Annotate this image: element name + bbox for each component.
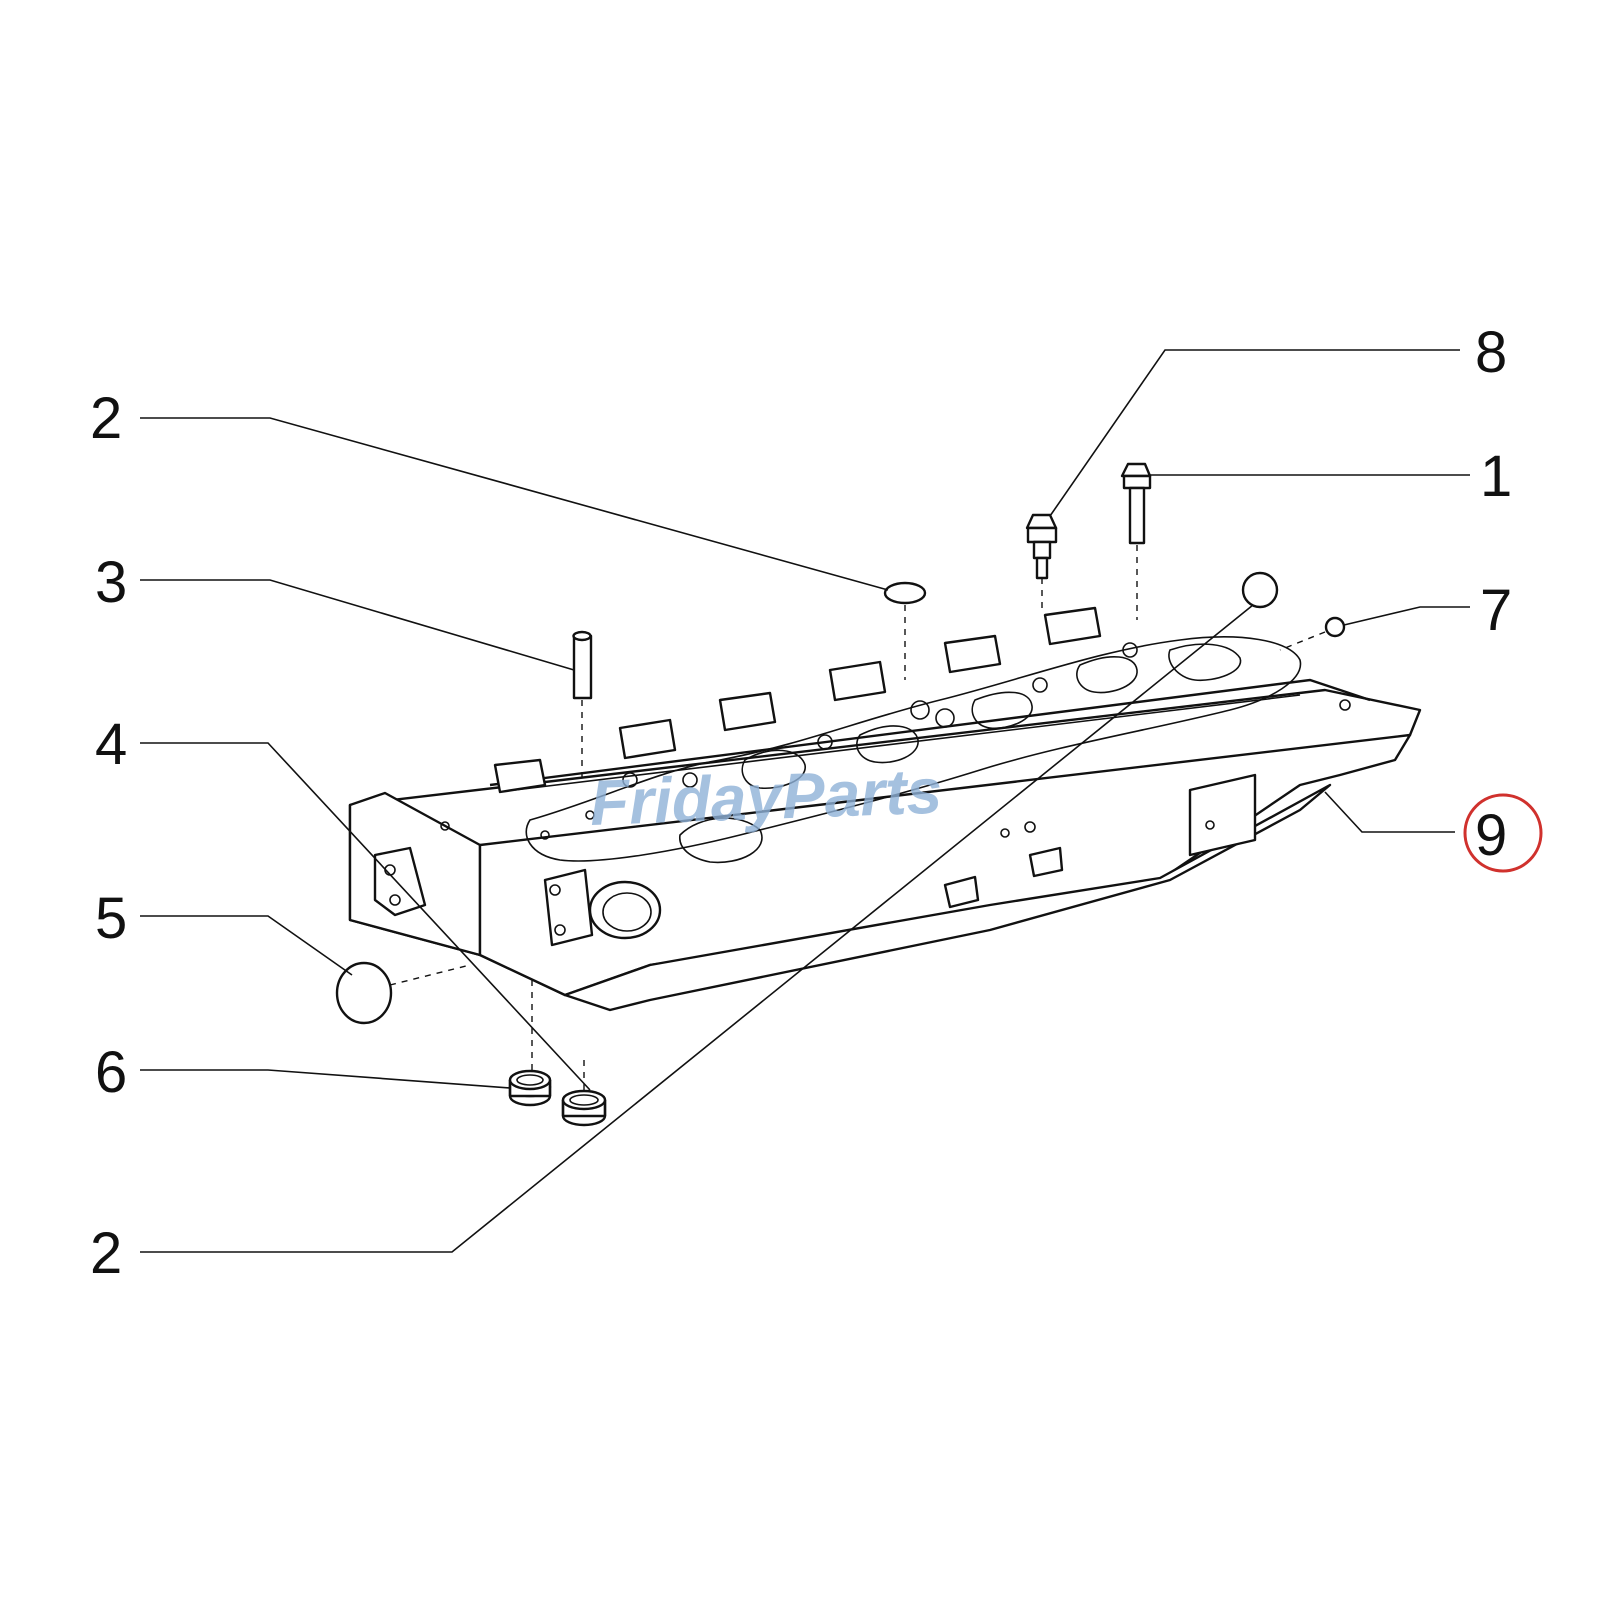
plug-upper bbox=[883, 581, 927, 605]
watermark: FridayParts bbox=[589, 755, 943, 839]
plug-round bbox=[1241, 571, 1279, 609]
dowel-pin bbox=[572, 630, 593, 780]
callout-2-lower: 2 bbox=[90, 1221, 122, 1286]
leader-lines bbox=[140, 349, 1470, 1253]
seal-ring-b bbox=[561, 1060, 607, 1127]
callout-8: 8 bbox=[1475, 320, 1507, 385]
callout-1: 1 bbox=[1480, 444, 1512, 509]
callout-9: 9 bbox=[1475, 803, 1507, 868]
ball bbox=[1324, 616, 1346, 638]
callout-4: 4 bbox=[95, 712, 127, 777]
bolt-short bbox=[1025, 513, 1058, 612]
seal-ring-a bbox=[508, 975, 552, 1107]
core-plug bbox=[335, 961, 471, 1025]
cylinder-head bbox=[348, 606, 1422, 1012]
callout-2-upper: 2 bbox=[90, 386, 122, 451]
callout-5: 5 bbox=[95, 886, 127, 951]
pedestal-row bbox=[493, 606, 1102, 794]
callout-3: 3 bbox=[95, 550, 127, 615]
callout-7: 7 bbox=[1480, 578, 1512, 643]
highlight-circle bbox=[1463, 793, 1543, 873]
bolt-long bbox=[1120, 462, 1152, 620]
callout-6: 6 bbox=[95, 1040, 127, 1105]
